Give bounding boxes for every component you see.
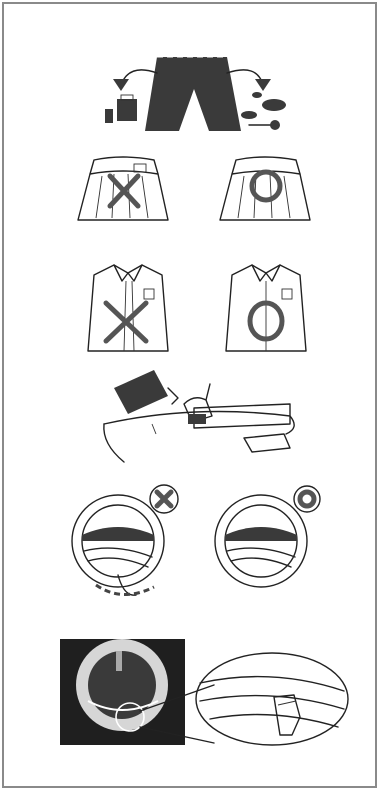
belt-buckled-correct-icon	[214, 154, 314, 226]
shirt-buttoned-correct-icon	[222, 259, 310, 359]
empty-pockets-illustration	[99, 49, 289, 139]
clothes-inside-drum-correct-icon	[209, 479, 329, 609]
pretreat-stain-illustration	[94, 364, 304, 469]
door-gasket-check-illustration	[60, 639, 360, 749]
shirt-unbuttoned-incorrect-icon	[84, 259, 172, 359]
belt-unbuckled-incorrect-icon	[72, 154, 172, 226]
instruction-page	[2, 2, 377, 788]
clothes-caught-in-door-incorrect-icon	[66, 479, 186, 609]
